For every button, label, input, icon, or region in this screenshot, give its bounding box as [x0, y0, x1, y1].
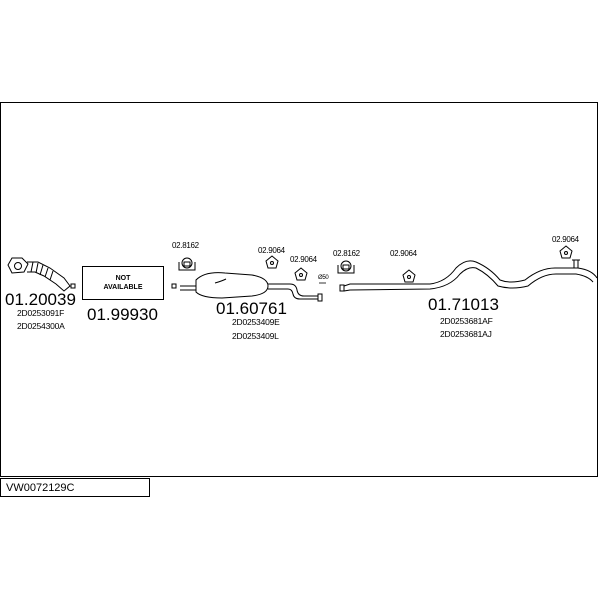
- clamp-2-number: 02.8162: [333, 249, 360, 258]
- rear-pipe-oem-2: 2D0253681AJ: [440, 329, 492, 339]
- middle-silencer-oem-1: 2D0253409E: [232, 317, 280, 327]
- front-pipe-oem-1: 2D0253091F: [17, 308, 65, 318]
- front-pipe-drawing: [7, 257, 76, 292]
- not-available-box: NOT AVAILABLE: [82, 266, 164, 300]
- hanger-3-drawing: [402, 269, 416, 283]
- middle-silencer-drawing: [171, 272, 326, 302]
- hanger-1-drawing: [265, 255, 279, 269]
- reference-code: VW0072129C: [6, 482, 75, 494]
- diagram-frame: [0, 102, 598, 477]
- hanger-2-drawing: [294, 267, 308, 281]
- middle-silencer-oem-2: 2D0253409L: [232, 331, 279, 341]
- hanger-4-number: 02.9064: [552, 235, 579, 244]
- front-pipe-number: 01.20039: [5, 290, 76, 309]
- not-available-number: 01.99930: [87, 305, 158, 324]
- not-available-line-1: NOT: [115, 275, 131, 282]
- rear-pipe-oem-1: 2D0253681AF: [440, 316, 493, 326]
- hanger-1-number: 02.9064: [258, 246, 285, 255]
- rear-pipe-drawing: [339, 259, 598, 292]
- not-available-line-2: AVAILABLE: [103, 284, 143, 291]
- hanger-4-drawing: [559, 245, 573, 259]
- rear-pipe-number: 01.71013: [428, 295, 499, 314]
- hanger-2-number: 02.9064: [290, 255, 317, 264]
- diameter-label: Ø50: [318, 275, 329, 281]
- middle-silencer-number: 01.60761: [216, 299, 287, 318]
- front-pipe-oem-2: 2D0254300A: [17, 321, 65, 331]
- hanger-3-number: 02.9064: [390, 249, 417, 258]
- reference-box: VW0072129C: [0, 478, 150, 497]
- clamp-1-drawing: [178, 257, 196, 271]
- clamp-2-drawing: [337, 260, 355, 274]
- clamp-1-number: 02.8162: [172, 241, 199, 250]
